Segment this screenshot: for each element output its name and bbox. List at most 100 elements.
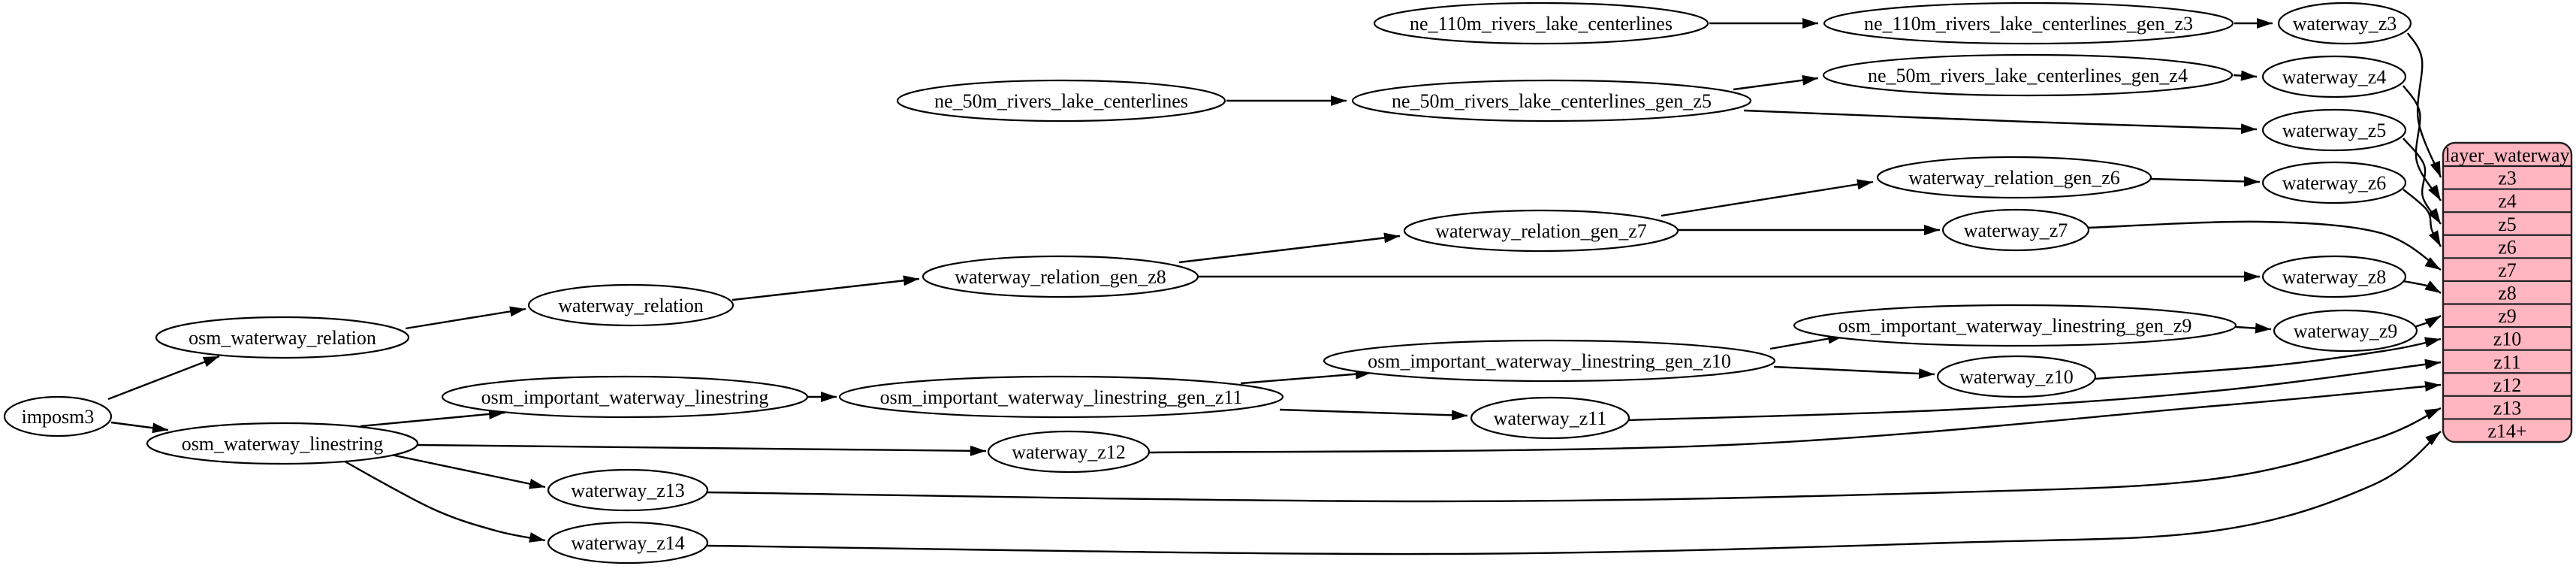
edge-layer xyxy=(107,18,2442,555)
node-waterway_z7: waterway_z7 xyxy=(1941,208,2090,252)
table-outline xyxy=(2442,141,2573,443)
table-row-z9: z9 xyxy=(2498,305,2517,327)
table-row-z13: z13 xyxy=(2493,397,2522,419)
edge-osm_important_waterway_linestring_gen_z10--to--osm_important_waterway_linestring_gen_z9 xyxy=(1769,333,1845,350)
node-ellipse-waterway_relation_gen_z6 xyxy=(1876,156,2152,199)
node-ellipse-waterway_z9 xyxy=(2273,309,2418,353)
node-ellipse-waterway_z14 xyxy=(547,521,709,564)
edge-osm_waterway_linestring--to--waterway_z13 xyxy=(387,452,546,489)
node-waterway_relation_gen_z6: waterway_relation_gen_z6 xyxy=(1876,156,2152,199)
node-waterway_z10: waterway_z10 xyxy=(1936,355,2097,398)
node-label-osm_important_waterway_linestring_gen_z10: osm_important_waterway_linestring_gen_z1… xyxy=(1368,350,1731,372)
node-ne_110m_rivers_lake_centerlines_gen_z3: ne_110m_rivers_lake_centerlines_gen_z3 xyxy=(1823,2,2234,45)
node-label-waterway_z11: waterway_z11 xyxy=(1494,407,1607,429)
table-row-z11: z11 xyxy=(2493,351,2521,373)
node-label-ne_50m_rivers_lake_centerlines_gen_z4: ne_50m_rivers_lake_centerlines_gen_z4 xyxy=(1868,65,2188,86)
edge-waterway_relation_gen_z8--to--waterway_relation_gen_z7 xyxy=(1178,232,1401,264)
node-ne_110m_rivers_lake_centerlines: ne_110m_rivers_lake_centerlines xyxy=(1373,2,1709,45)
node-waterway_z4: waterway_z4 xyxy=(2261,55,2407,98)
edge-imposm3--to--osm_waterway_linestring xyxy=(110,421,169,434)
edge-osm_important_waterway_linestring_gen_z9--to--waterway_z9 xyxy=(2235,322,2272,334)
node-label-waterway_relation: waterway_relation xyxy=(558,295,703,316)
edge-waterway_z12--to--layer_waterway-z12 xyxy=(1148,380,2442,454)
node-ellipse-imposm3 xyxy=(3,395,113,437)
node-waterway_z6: waterway_z6 xyxy=(2261,161,2407,204)
edge-osm_important_waterway_linestring_gen_z10--to--waterway_z10 xyxy=(1773,365,1935,380)
node-waterway_relation: waterway_relation xyxy=(527,283,734,327)
edge-osm_waterway_relation--to--waterway_relation xyxy=(405,306,526,330)
edge-waterway_z8--to--layer_waterway-z8 xyxy=(2403,280,2442,295)
node-label-waterway_z8: waterway_z8 xyxy=(2282,266,2387,288)
table-row-z14+: z14+ xyxy=(2487,420,2526,442)
edge-osm_important_waterway_linestring_gen_z11--to--osm_important_waterway_linestring_gen_z10 xyxy=(1240,368,1372,385)
node-label-waterway_z3: waterway_z3 xyxy=(2293,13,2397,35)
edge-osm_waterway_linestring--to--osm_important_waterway_linestring xyxy=(360,408,505,428)
node-label-waterway_relation_gen_z6: waterway_relation_gen_z6 xyxy=(1908,167,2120,189)
node-osm_waterway_relation: osm_waterway_relation xyxy=(155,316,410,359)
node-waterway_z9: waterway_z9 xyxy=(2273,309,2418,353)
node-ellipse-waterway_z4 xyxy=(2261,55,2407,98)
table-row-z12: z12 xyxy=(2493,374,2522,396)
table-row-z4: z4 xyxy=(2498,190,2517,212)
node-ellipse-osm_important_waterway_linestring_gen_z11 xyxy=(838,375,1284,419)
node-label-osm_important_waterway_linestring_gen_z9: osm_important_waterway_linestring_gen_z9 xyxy=(1838,315,2192,337)
edge-imposm3--to--osm_waterway_relation xyxy=(107,355,220,401)
edge-waterway_z11--to--layer_waterway-z11 xyxy=(1627,359,2442,422)
node-ellipse-osm_important_waterway_linestring_gen_z9 xyxy=(1793,304,2237,347)
node-label-waterway_z9: waterway_z9 xyxy=(2294,320,2398,342)
edge-ne_50m_rivers_lake_centerlines_gen_z5--to--waterway_z5 xyxy=(1743,109,2258,135)
edge-osm_waterway_linestring--to--waterway_z14 xyxy=(339,457,546,543)
node-ellipse-waterway_relation xyxy=(527,283,734,327)
node-waterway_z11: waterway_z11 xyxy=(1470,396,1630,440)
node-osm_important_waterway_linestring: osm_important_waterway_linestring xyxy=(441,375,809,419)
edge-ne_50m_rivers_lake_centerlines_gen_z4--to--waterway_z4 xyxy=(2233,70,2258,81)
node-label-osm_important_waterway_linestring: osm_important_waterway_linestring xyxy=(481,386,769,408)
edge-ne_50m_rivers_lake_centerlines_gen_z5--to--ne_50m_rivers_lake_centerlines_gen_z4 xyxy=(1733,74,1819,91)
node-ellipse-ne_50m_rivers_lake_centerlines_gen_z5 xyxy=(1351,79,1752,123)
node-ellipse-ne_110m_rivers_lake_centerlines_gen_z3 xyxy=(1823,2,2234,45)
node-ellipse-waterway_z5 xyxy=(2261,108,2407,152)
node-ellipse-osm_important_waterway_linestring xyxy=(441,375,809,419)
table-row-z7: z7 xyxy=(2498,259,2517,281)
node-label-waterway_z14: waterway_z14 xyxy=(571,532,685,554)
edge-osm_important_waterway_linestring_gen_z11--to--waterway_z11 xyxy=(1279,408,1468,421)
node-ellipse-waterway_z13 xyxy=(547,468,709,512)
node-waterway_z8: waterway_z8 xyxy=(2261,255,2407,298)
node-osm_important_waterway_linestring_gen_z10: osm_important_waterway_linestring_gen_z1… xyxy=(1323,339,1776,383)
node-ellipse-waterway_z7 xyxy=(1941,208,2090,252)
node-label-waterway_relation_gen_z7: waterway_relation_gen_z7 xyxy=(1435,220,1647,242)
node-ellipse-waterway_relation_gen_z8 xyxy=(922,255,1199,298)
edge-waterway_z6--to--layer_waterway-z6 xyxy=(2403,189,2442,247)
node-label-imposm3: imposm3 xyxy=(22,406,95,428)
node-label-osm_waterway_relation: osm_waterway_relation xyxy=(189,327,376,349)
node-waterway_z12: waterway_z12 xyxy=(987,430,1151,474)
node-label-ne_110m_rivers_lake_centerlines_gen_z3: ne_110m_rivers_lake_centerlines_gen_z3 xyxy=(1864,13,2193,35)
edge-waterway_z9--to--layer_waterway-z9 xyxy=(2414,314,2442,328)
node-waterway_relation_gen_z8: waterway_relation_gen_z8 xyxy=(922,255,1199,298)
edge-waterway_z3--to--layer_waterway-z3 xyxy=(2406,32,2442,178)
node-waterway_z14: waterway_z14 xyxy=(547,521,709,564)
edge-waterway_z7--to--layer_waterway-z7 xyxy=(2087,220,2442,271)
table-row-z8: z8 xyxy=(2498,283,2517,304)
node-ellipse-waterway_relation_gen_z7 xyxy=(1403,209,1679,253)
node-ne_50m_rivers_lake_centerlines: ne_50m_rivers_lake_centerlines xyxy=(896,79,1226,123)
node-label-waterway_z5: waterway_z5 xyxy=(2282,120,2387,141)
node-label-waterway_z4: waterway_z4 xyxy=(2282,66,2387,88)
table-row-z3: z3 xyxy=(2498,168,2517,189)
node-ellipse-ne_110m_rivers_lake_centerlines xyxy=(1373,2,1709,45)
node-waterway_z5: waterway_z5 xyxy=(2261,108,2407,152)
node-label-waterway_relation_gen_z8: waterway_relation_gen_z8 xyxy=(955,266,1166,288)
node-label-waterway_z12: waterway_z12 xyxy=(1012,441,1126,463)
edge-waterway_z4--to--layer_waterway-z4 xyxy=(2402,85,2442,201)
edge-waterway_z14--to--layer_waterway-z14+ xyxy=(707,431,2442,555)
node-waterway_z13: waterway_z13 xyxy=(547,468,709,512)
node-label-ne_50m_rivers_lake_centerlines_gen_z5: ne_50m_rivers_lake_centerlines_gen_z5 xyxy=(1392,90,1712,112)
node-ne_50m_rivers_lake_centerlines_gen_z5: ne_50m_rivers_lake_centerlines_gen_z5 xyxy=(1351,79,1752,123)
edge-waterway_z10--to--layer_waterway-z10 xyxy=(2094,337,2442,380)
node-label-waterway_z10: waterway_z10 xyxy=(1959,366,2074,388)
node-osm_waterway_linestring: osm_waterway_linestring xyxy=(146,422,419,465)
node-label-waterway_z7: waterway_z7 xyxy=(1964,219,2068,241)
node-ellipse-waterway_z11 xyxy=(1470,396,1630,440)
node-layer: imposm3 osm_waterway_relation osm_waterway… xyxy=(3,2,2418,564)
node-ellipse-waterway_z3 xyxy=(2277,2,2412,45)
